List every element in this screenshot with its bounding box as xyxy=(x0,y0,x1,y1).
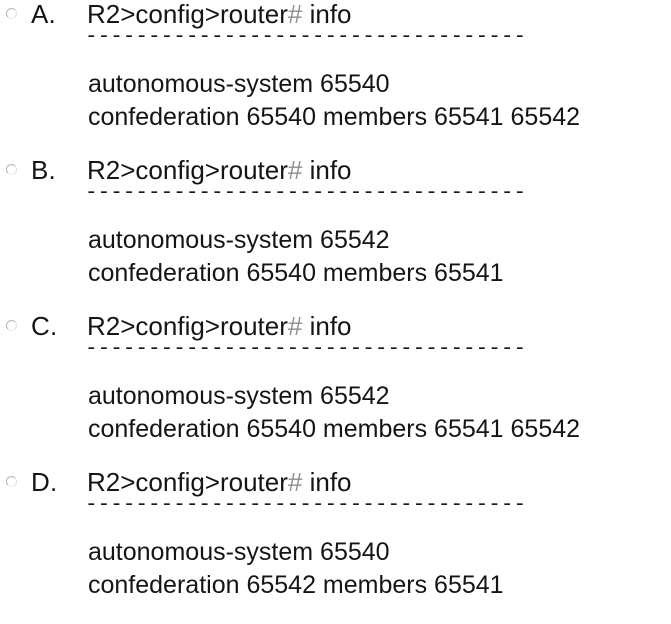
cli-prompt-a: R2>config>router# info xyxy=(87,0,352,31)
divider-rule-b: ----------------------------------------… xyxy=(85,187,525,201)
hash-symbol-a: # xyxy=(287,0,303,29)
option-b[interactable]: B. R2>config>router# info --------------… xyxy=(0,153,671,312)
hash-symbol-b: # xyxy=(287,155,303,185)
radio-button-a[interactable] xyxy=(6,8,17,19)
radio-button-c[interactable] xyxy=(6,320,17,331)
option-letter-d: D. xyxy=(31,467,58,497)
config-line-confederation-b: confederation 65540 members 65541 xyxy=(88,259,504,287)
option-letter-a: A. xyxy=(31,0,56,29)
config-line-confederation-a: confederation 65540 members 65541 65542 xyxy=(88,103,581,131)
cli-command-d: info xyxy=(302,467,352,497)
cli-prompt-c: R2>config>router# info xyxy=(87,309,352,343)
divider-rule-a: ----------------------------------------… xyxy=(85,31,525,45)
config-line-confederation-d: confederation 65542 members 65541 xyxy=(88,571,504,599)
cli-command-a: info xyxy=(302,0,352,29)
option-letter-c: C. xyxy=(31,311,58,341)
radio-button-b[interactable] xyxy=(6,164,17,175)
option-c[interactable]: C. R2>config>router# info --------------… xyxy=(0,309,671,468)
config-line-confederation-c: confederation 65540 members 65541 65542 xyxy=(88,415,581,443)
cli-prompt-b: R2>config>router# info xyxy=(87,153,352,187)
config-line-autonomous-system-a: autonomous-system 65540 xyxy=(88,70,390,98)
cli-command-b: info xyxy=(302,155,352,185)
cli-prompt-d: R2>config>router# info xyxy=(87,465,352,499)
cli-prompt-prefix-c: R2>config>router xyxy=(87,311,288,341)
hash-symbol-d: # xyxy=(287,467,303,497)
radio-button-d[interactable] xyxy=(6,476,17,487)
divider-rule-d: ----------------------------------------… xyxy=(85,499,525,513)
cli-prompt-prefix-a: R2>config>router xyxy=(87,0,288,29)
divider-rule-c: ----------------------------------------… xyxy=(85,343,525,357)
option-a[interactable]: A. R2>config>router# info --------------… xyxy=(0,0,671,156)
option-letter-b: B. xyxy=(31,155,56,185)
config-line-autonomous-system-c: autonomous-system 65542 xyxy=(88,382,390,410)
config-line-autonomous-system-b: autonomous-system 65542 xyxy=(88,226,390,254)
option-d[interactable]: D. R2>config>router# info --------------… xyxy=(0,465,671,623)
cli-prompt-prefix-b: R2>config>router xyxy=(87,155,288,185)
config-line-autonomous-system-d: autonomous-system 65540 xyxy=(88,538,390,566)
cli-command-c: info xyxy=(302,311,352,341)
hash-symbol-c: # xyxy=(287,311,303,341)
cli-prompt-prefix-d: R2>config>router xyxy=(87,467,288,497)
